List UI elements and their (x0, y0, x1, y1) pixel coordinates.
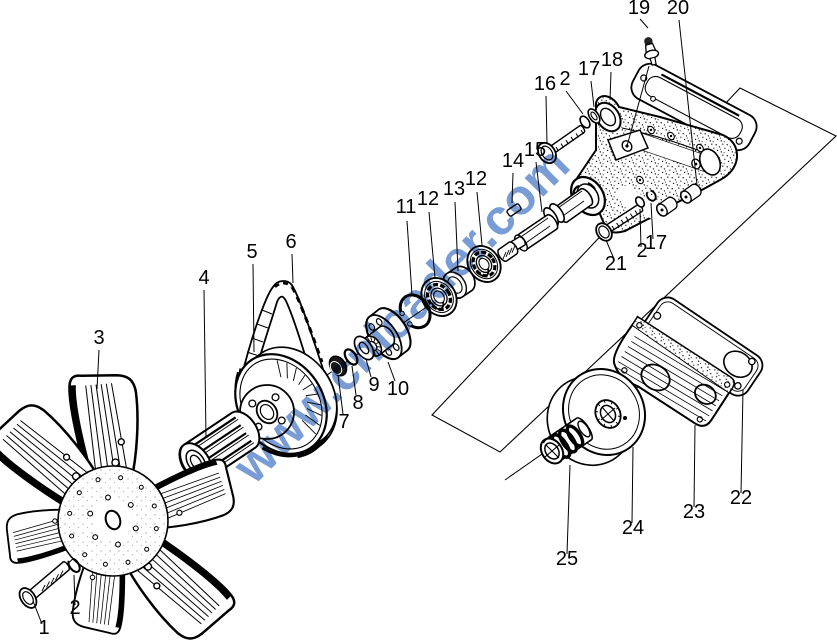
svg-text:17: 17 (645, 232, 667, 254)
svg-text:16: 16 (534, 73, 556, 95)
svg-text:8: 8 (352, 392, 363, 414)
svg-text:23: 23 (683, 501, 705, 523)
svg-text:2: 2 (69, 597, 80, 619)
svg-text:19: 19 (628, 0, 650, 19)
svg-text:25: 25 (556, 548, 578, 570)
svg-text:15: 15 (524, 139, 546, 161)
svg-text:22: 22 (730, 487, 752, 509)
svg-text:7: 7 (338, 411, 349, 433)
svg-text:12: 12 (417, 188, 439, 210)
svg-text:1: 1 (38, 617, 49, 639)
svg-text:3: 3 (93, 327, 104, 349)
svg-text:18: 18 (601, 49, 623, 71)
svg-text:14: 14 (502, 150, 524, 172)
svg-text:4: 4 (198, 267, 209, 289)
svg-text:5: 5 (246, 241, 257, 263)
svg-text:2: 2 (636, 240, 647, 262)
svg-text:17: 17 (578, 58, 600, 80)
svg-text:12: 12 (465, 168, 487, 190)
svg-text:6: 6 (285, 231, 296, 253)
svg-text:21: 21 (605, 253, 627, 275)
svg-text:10: 10 (387, 378, 409, 400)
svg-text:9: 9 (368, 374, 379, 396)
svg-text:24: 24 (622, 517, 644, 539)
svg-text:2: 2 (559, 68, 570, 90)
svg-text:11: 11 (396, 196, 417, 218)
svg-text:20: 20 (667, 0, 689, 19)
svg-text:13: 13 (443, 178, 465, 200)
